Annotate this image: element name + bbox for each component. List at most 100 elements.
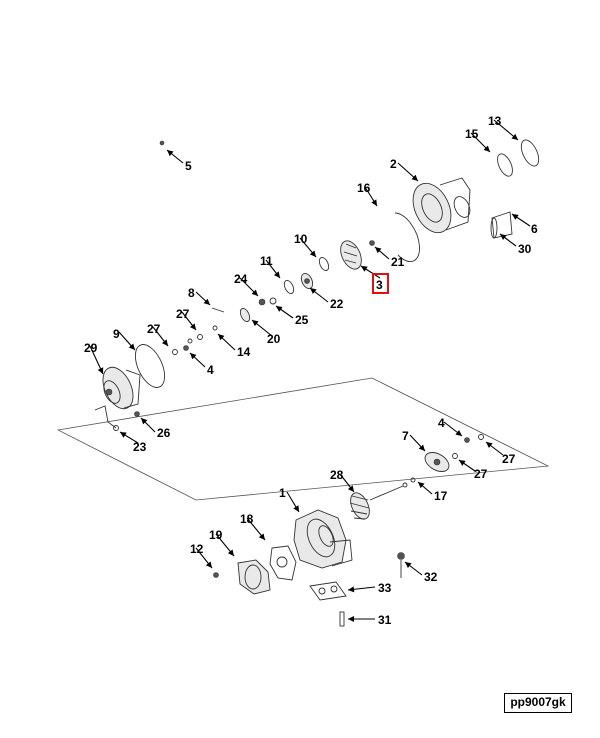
callout-17[interactable]: 17 [434, 489, 448, 503]
callout-19[interactable]: 19 [209, 528, 223, 542]
arrowhead [310, 288, 317, 295]
callout-28[interactable]: 28 [330, 468, 344, 482]
part-4-bearing [183, 345, 189, 351]
callout-3[interactable]: 3 [376, 278, 383, 292]
arrowhead [347, 485, 354, 492]
arrowhead [190, 353, 197, 360]
part-27-ring-left [172, 349, 178, 355]
callout-11[interactable]: 11 [260, 254, 273, 268]
drawing-code-label: pp9007gk [504, 693, 572, 713]
callout-23[interactable]: 23 [133, 440, 147, 454]
part-27-ring-right-upper [478, 434, 484, 440]
callout-32[interactable]: 32 [424, 570, 438, 584]
callout-27-upper[interactable]: 27 [176, 307, 190, 321]
arrowhead [418, 444, 425, 451]
part-32-fitting [397, 552, 405, 578]
arrowhead [418, 482, 425, 489]
arrowhead [227, 549, 234, 556]
callout-18[interactable]: 18 [240, 512, 254, 526]
part-4-bearing-right [464, 437, 470, 443]
arrowhead [189, 323, 196, 330]
callout-29[interactable]: 29 [84, 341, 98, 355]
callout-33[interactable]: 33 [378, 581, 392, 595]
arrowhead [348, 616, 354, 622]
part-12-bolt [213, 572, 219, 578]
callout-4-left[interactable]: 4 [207, 363, 214, 377]
part-3-compressor-wheel [340, 240, 362, 270]
callout-13[interactable]: 13 [488, 114, 502, 128]
arrowhead [97, 367, 104, 374]
arrowhead [500, 234, 507, 240]
arrowhead [293, 505, 299, 512]
part-31-stud [339, 611, 345, 627]
arrowhead [258, 533, 265, 540]
callout-31[interactable]: 31 [378, 613, 392, 627]
arrowhead [371, 199, 377, 206]
arrowhead [483, 145, 490, 152]
arrowhead [455, 429, 462, 436]
arrowhead [120, 432, 127, 438]
highlight-callout-box [372, 273, 389, 294]
part-24-collar [258, 298, 266, 306]
leader-lines [89, 119, 531, 622]
part-13-ring [520, 139, 540, 167]
callout-27-right-upper[interactable]: 27 [502, 452, 516, 466]
part-27-ring-right-lower [452, 453, 458, 459]
turbine-section-boundary [56, 377, 550, 501]
callout-14[interactable]: 14 [237, 345, 251, 359]
part-28-turbine-wheel [349, 485, 404, 520]
part-14-bearing [212, 325, 218, 331]
callout-30[interactable]: 30 [518, 242, 532, 256]
arrowhead [141, 418, 148, 425]
arrowhead [512, 214, 519, 220]
callout-25[interactable]: 25 [295, 313, 309, 327]
part-9-seal-ring [134, 344, 166, 388]
arrowhead [405, 562, 412, 569]
callout-24[interactable]: 24 [234, 272, 248, 286]
arrowhead [361, 266, 368, 272]
callout-9[interactable]: 9 [113, 327, 120, 341]
part-7-heat-shield [424, 452, 450, 472]
part-22-insert [300, 272, 314, 290]
part-8-pin [211, 307, 225, 313]
callout-8[interactable]: 8 [188, 286, 195, 300]
callout-15[interactable]: 15 [465, 127, 479, 141]
part-17-rings [402, 477, 416, 488]
arrowhead [252, 320, 259, 327]
arrowhead [251, 289, 258, 296]
part-29-bearing-housing [102, 366, 141, 410]
arrowhead [128, 343, 135, 350]
callout-10[interactable]: 10 [294, 232, 308, 246]
arrowhead [459, 460, 466, 466]
arrowhead [205, 561, 212, 568]
callout-27-left[interactable]: 27 [147, 322, 161, 336]
part-27-ring-upper [187, 334, 203, 344]
part-11-ring [283, 279, 295, 295]
arrowhead [161, 339, 168, 346]
arrowhead [348, 586, 355, 593]
callout-2[interactable]: 2 [390, 157, 397, 171]
callout-5[interactable]: 5 [185, 159, 192, 173]
arrowhead [167, 150, 174, 157]
callout-21[interactable]: 21 [391, 255, 405, 269]
part-16-snap-ring [394, 212, 420, 262]
arrowhead [218, 334, 225, 341]
callout-1[interactable]: 1 [279, 486, 286, 500]
part-1-turbine-housing [293, 509, 353, 569]
callout-22[interactable]: 22 [330, 297, 344, 311]
callout-20[interactable]: 20 [267, 332, 281, 346]
part-19-flange [237, 559, 271, 595]
callout-6[interactable]: 6 [531, 222, 538, 236]
arrowhead [276, 306, 283, 312]
part-25-ring [269, 297, 277, 305]
callout-26[interactable]: 26 [157, 426, 171, 440]
part-21-nut [369, 240, 375, 246]
arrowhead [203, 298, 210, 305]
callout-4-right[interactable]: 4 [438, 416, 445, 430]
arrowhead [411, 174, 418, 181]
callout-12[interactable]: 12 [190, 542, 204, 556]
part-15-ring [497, 153, 513, 177]
callout-7[interactable]: 7 [402, 429, 409, 443]
callout-27-right-lower[interactable]: 27 [474, 467, 488, 481]
callout-16[interactable]: 16 [357, 181, 371, 195]
